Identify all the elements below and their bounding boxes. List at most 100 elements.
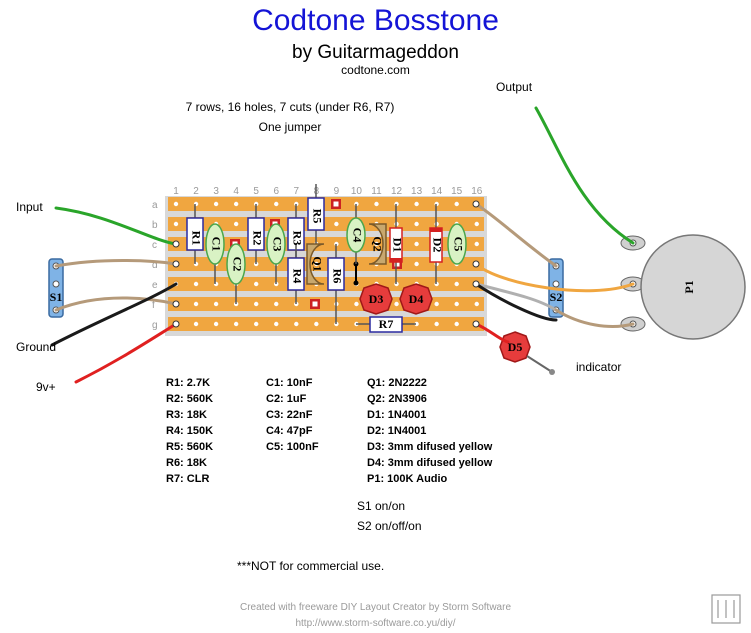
resistor-r7 <box>356 316 416 333</box>
page-title: Codtone Bosstone <box>252 4 499 37</box>
hole <box>414 261 419 267</box>
row-letter: a <box>152 200 158 211</box>
hole <box>254 301 259 307</box>
hole <box>173 201 179 207</box>
column-numbers: 12345678910111213141516 <box>173 186 483 197</box>
site-label: codtone.com <box>341 63 410 77</box>
capacitor-c1 <box>205 223 225 284</box>
bom-item: R5: 560K <box>166 441 214 453</box>
diode-d1 <box>389 204 403 284</box>
column-number: 5 <box>253 186 259 197</box>
ground-label: Ground <box>16 340 57 354</box>
wire-led-power <box>474 322 510 344</box>
label-d1: D1 <box>390 238 404 253</box>
column-number: 14 <box>431 186 443 197</box>
wire-ends <box>172 200 480 328</box>
hole <box>434 321 439 327</box>
led-d5 <box>499 331 555 375</box>
label-s2: S2 <box>550 290 563 304</box>
label-c3: C3 <box>270 237 284 252</box>
hole <box>213 201 219 207</box>
bom-item: C2: 1uF <box>266 393 307 405</box>
label-q2: Q2 <box>370 236 384 251</box>
switch-note-s1: S1 on/on <box>357 499 406 513</box>
wire-input <box>54 206 178 246</box>
wire-power <box>74 322 178 384</box>
hole <box>233 221 239 227</box>
hole <box>454 321 459 327</box>
column-number: 3 <box>213 186 219 197</box>
wire-s2-pot <box>474 262 635 293</box>
capacitor-c5 <box>447 223 467 265</box>
row-letter: f <box>152 300 155 311</box>
label-d2: D2 <box>430 238 444 253</box>
wire-output <box>534 106 635 245</box>
bom-item: R6: 18K <box>166 457 207 469</box>
board-info-line2: One jumper <box>258 120 322 134</box>
label-r2: R2 <box>250 231 264 246</box>
column-number: 15 <box>451 186 463 197</box>
resistor-r5 <box>307 184 325 244</box>
power-label: 9v+ <box>36 380 56 394</box>
output-label: Output <box>496 80 533 94</box>
resistor-r4 <box>287 244 305 304</box>
column-number: 12 <box>391 186 403 197</box>
hole <box>414 221 419 227</box>
hole <box>274 201 279 207</box>
hole <box>374 201 379 207</box>
wire-s2-top <box>474 202 558 268</box>
label-p1: P1 <box>682 280 696 293</box>
bom-item: R4: 150K <box>166 425 214 437</box>
column-number: 13 <box>411 186 423 197</box>
label-c5: C5 <box>451 237 465 252</box>
hole <box>454 281 459 287</box>
hole <box>474 301 479 307</box>
hole <box>254 281 259 287</box>
bom-resistors: R1: 2.7K R2: 560K R3: 18K R4: 150K R5: 5… <box>166 375 213 487</box>
column-number: 4 <box>233 186 239 197</box>
diode-d2 <box>429 204 443 284</box>
bom-item: R1: 2.7K <box>166 377 211 389</box>
bom-item: D2: 1N4001 <box>367 425 427 437</box>
bom-item: D1: 1N4001 <box>367 409 427 421</box>
wire-s1-bottom <box>54 296 178 312</box>
hole <box>193 301 199 307</box>
hole <box>274 321 279 327</box>
indicator-label: indicator <box>576 360 622 374</box>
hole <box>314 321 319 327</box>
bom-item: R2: 560K <box>166 393 214 405</box>
led-d4 <box>399 283 433 315</box>
capacitor-c3 <box>266 223 286 284</box>
board-info-line1: 7 rows, 16 holes, 7 cuts (under R6, R7) <box>185 100 395 114</box>
label-r4: R4 <box>290 269 304 284</box>
hole <box>254 321 259 327</box>
hole <box>314 261 319 267</box>
wire-s2-bottom <box>474 282 558 312</box>
resistor-r1 <box>186 204 204 264</box>
column-number: 7 <box>294 186 300 197</box>
hole <box>173 221 179 227</box>
strip-row-d <box>168 257 484 271</box>
hole <box>454 301 459 307</box>
bom-item: C4: 47pF <box>266 425 313 437</box>
author-subtitle: by Guitarmageddon <box>292 42 459 63</box>
transistor-q2 <box>368 223 387 265</box>
hole <box>213 321 219 327</box>
bom-capacitors: C1: 10nF C2: 1uF C3: 22nF C4: 47pF C5: 1… <box>266 375 319 455</box>
hole <box>414 201 419 207</box>
wire-ground <box>50 282 178 347</box>
label-d5: D5 <box>508 340 523 354</box>
strip-row-b <box>168 217 484 231</box>
label-d4: D4 <box>409 292 424 306</box>
wires <box>50 106 635 384</box>
commercial-notice: ***NOT for commercial use. <box>237 559 385 573</box>
column-number: 16 <box>471 186 483 197</box>
column-number: 1 <box>173 186 179 197</box>
bom-item: D4: 3mm difused yellow <box>367 457 493 469</box>
label-r7: R7 <box>379 317 394 331</box>
hole <box>394 301 399 307</box>
wire-pot-led <box>554 308 635 328</box>
hole <box>274 301 279 307</box>
